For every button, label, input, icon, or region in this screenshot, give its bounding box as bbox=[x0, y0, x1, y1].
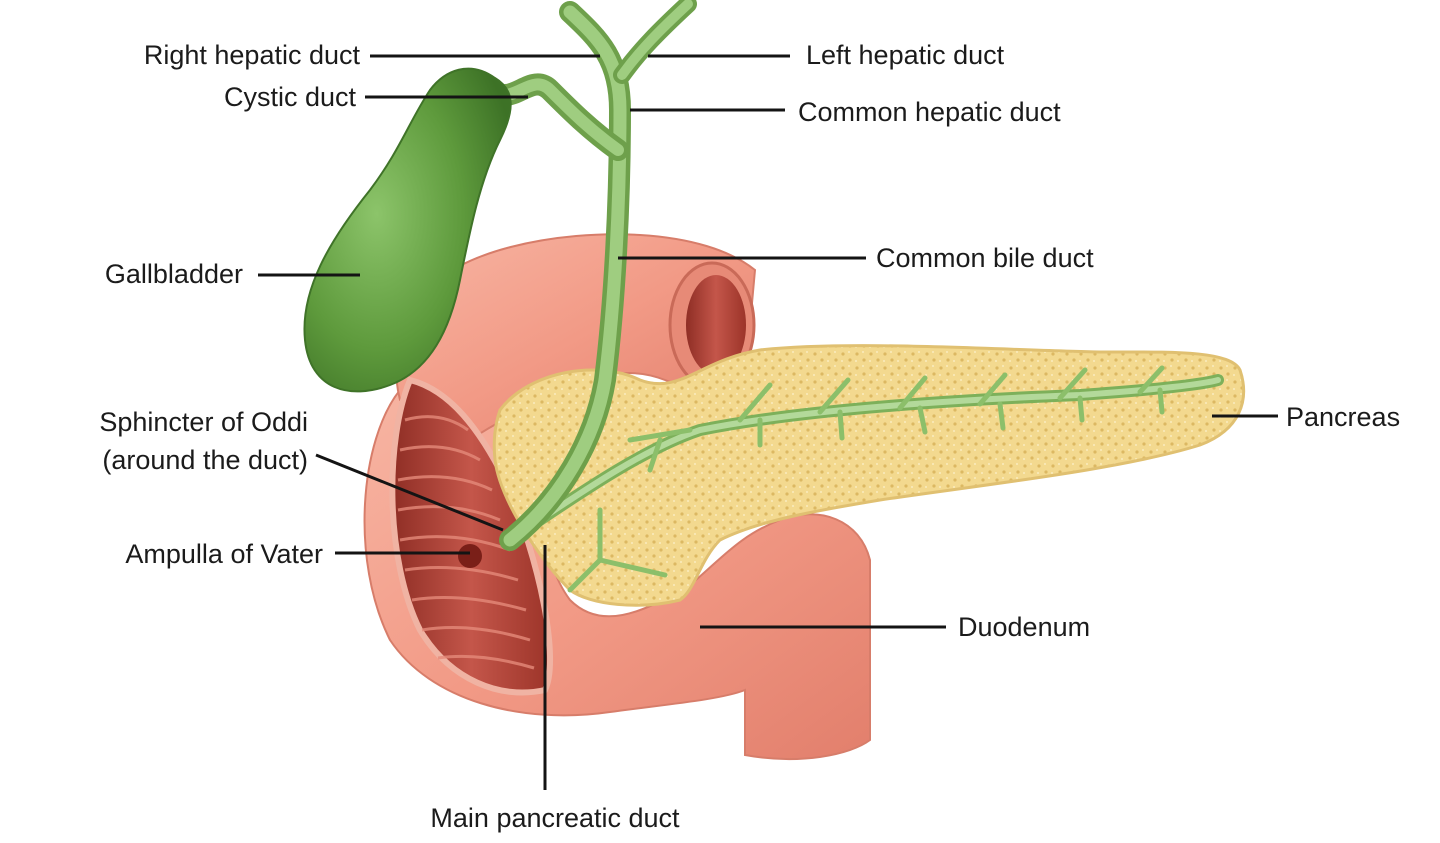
label-left-hepatic-duct: Left hepatic duct bbox=[806, 40, 1005, 70]
label-right-hepatic-duct: Right hepatic duct bbox=[144, 40, 361, 70]
label-ampulla-of-vater: Ampulla of Vater bbox=[125, 539, 323, 569]
duodenum bbox=[363, 233, 871, 760]
label-gallbladder: Gallbladder bbox=[105, 259, 243, 289]
label-sphincter-line1: Sphincter of Oddi bbox=[99, 407, 308, 437]
bile-ducts bbox=[494, 0, 697, 551]
label-sphincter-line2: (around the duct) bbox=[102, 445, 308, 475]
label-pancreas: Pancreas bbox=[1286, 402, 1400, 432]
leader-sphincter-of-oddi bbox=[315, 453, 504, 532]
leader-lines bbox=[258, 54, 1278, 790]
label-common-hepatic-duct: Common hepatic duct bbox=[798, 97, 1061, 127]
pancreatic-duct bbox=[504, 365, 1224, 593]
label-duodenum: Duodenum bbox=[958, 612, 1090, 642]
label-common-bile-duct: Common bile duct bbox=[876, 243, 1094, 273]
labels: Right hepatic duct Left hepatic duct Cys… bbox=[99, 40, 1400, 833]
pancreas bbox=[492, 344, 1246, 607]
gallbladder bbox=[303, 67, 512, 393]
label-main-pancreatic-duct: Main pancreatic duct bbox=[430, 803, 680, 833]
label-cystic-duct: Cystic duct bbox=[224, 82, 357, 112]
